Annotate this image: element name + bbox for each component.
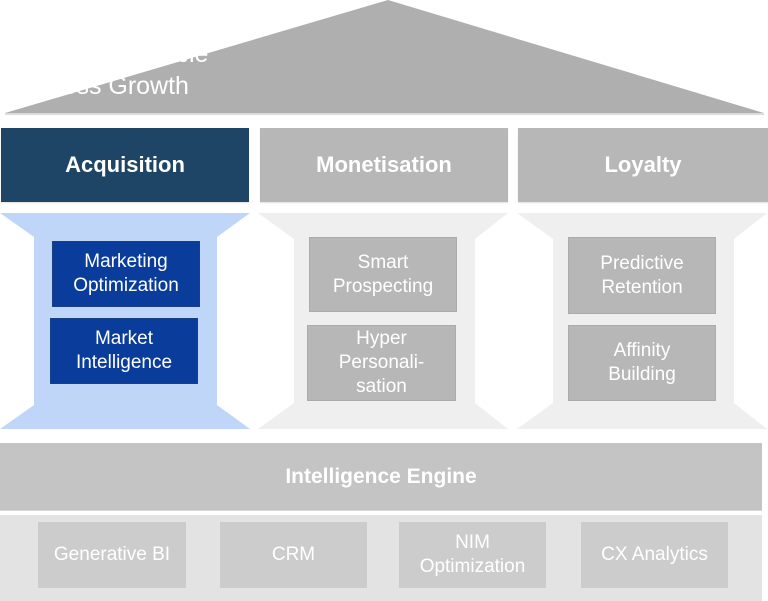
item-affinity-building[interactable]: Affinity Building — [568, 325, 716, 401]
roof-shape — [5, 0, 764, 113]
item-line: Optimization — [73, 275, 179, 296]
tool-crm[interactable]: CRM — [220, 522, 367, 588]
intelligence-engine-bar[interactable]: Intelligence Engine — [0, 443, 762, 511]
item-line: Marketing — [84, 251, 168, 272]
item-line: Hyper — [356, 328, 407, 349]
roof-triangle — [5, 0, 764, 115]
item-line: Personali- — [338, 352, 425, 373]
tool-nim-optimization[interactable]: NIM Optimization — [399, 522, 546, 588]
item-predictive-retention[interactable]: Predictive Retention — [568, 237, 716, 314]
tool-line: CX Analytics — [601, 544, 708, 565]
tool-line: Optimization — [419, 556, 526, 577]
tool-line: Generative BI — [53, 544, 171, 565]
item-line: Predictive — [600, 252, 684, 274]
tool-cx-analytics[interactable]: CX Analytics — [581, 522, 728, 588]
header-acquisition[interactable]: Acquisition — [1, 128, 249, 202]
item-hyper-personalisation[interactable]: Hyper Personali- sation — [307, 325, 456, 401]
item-line: Smart — [357, 251, 409, 273]
tool-generative-bi[interactable]: Generative BI — [38, 522, 186, 588]
roof-title: Foster Sustainable Business Growth — [0, 38, 768, 102]
item-line: Affinity — [613, 340, 671, 361]
header-loyalty-label: Loyalty — [604, 152, 682, 177]
header-acquisition-label: Acquisition — [65, 152, 185, 177]
header-loyalty[interactable]: Loyalty — [518, 128, 768, 202]
item-market-intelligence[interactable]: Market Intelligence — [50, 318, 198, 384]
header-monetisation-label: Monetisation — [316, 152, 452, 177]
item-line: Retention — [601, 276, 683, 298]
item-line: Market — [94, 328, 154, 349]
header-monetisation[interactable]: Monetisation — [260, 128, 508, 202]
item-line: Building — [608, 364, 676, 385]
item-smart-prospecting[interactable]: Smart Prospecting — [309, 237, 457, 312]
tool-line: CRM — [271, 544, 316, 565]
item-marketing-optimization[interactable]: Marketing Optimization — [52, 241, 200, 307]
item-line: sation — [356, 376, 407, 397]
intelligence-engine-label: Intelligence Engine — [285, 464, 477, 488]
tool-line: NIM — [455, 532, 490, 553]
item-line: Intelligence — [75, 352, 173, 373]
roof-title-line-2: Business Growth — [0, 72, 189, 100]
roof-title-line-1: Foster Sustainable — [0, 40, 209, 68]
item-line: Prospecting — [332, 275, 434, 297]
